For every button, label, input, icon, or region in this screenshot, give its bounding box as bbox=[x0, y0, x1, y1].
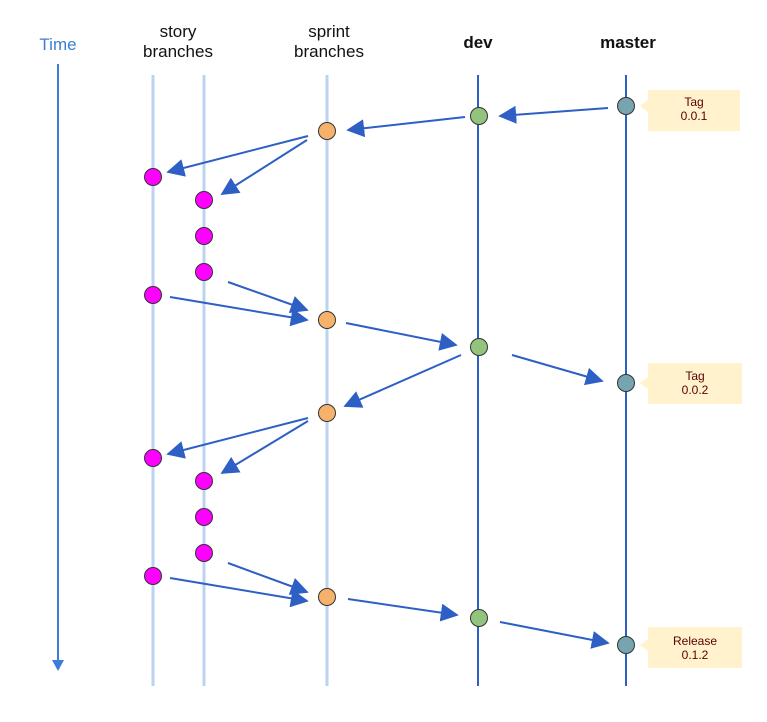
arrow-master-to-dev-1 bbox=[498, 105, 609, 124]
time-label: Time bbox=[39, 35, 76, 54]
commit-story-a-2 bbox=[144, 286, 162, 304]
arrow-sprint-to-story-a-2 bbox=[166, 417, 309, 459]
commit-story-a-1 bbox=[144, 168, 162, 186]
arrow-dev-to-master-2 bbox=[499, 621, 610, 649]
commit-sprint-1 bbox=[318, 122, 336, 140]
arrow-sprint-to-dev-1 bbox=[345, 322, 458, 351]
commit-sprint-4 bbox=[318, 588, 336, 606]
lane-header-sprint-line1: sprint bbox=[308, 22, 350, 41]
lane-header-story-line2: branches bbox=[143, 42, 213, 61]
tag-1-line1: Tag bbox=[684, 95, 703, 109]
commit-story-a-3 bbox=[144, 449, 162, 467]
commit-story-b-2 bbox=[195, 227, 213, 245]
commit-dev-1 bbox=[470, 107, 488, 125]
commit-story-b-5 bbox=[195, 508, 213, 526]
commit-master-2 bbox=[617, 374, 635, 392]
tag-1-line2: 0.0.1 bbox=[681, 109, 708, 123]
commit-sprint-2 bbox=[318, 311, 336, 329]
arrow-story-a-to-sprint-1 bbox=[169, 296, 309, 327]
tag-callout-1: Tag 0.0.1 bbox=[640, 90, 740, 131]
commit-story-b-4 bbox=[195, 472, 213, 490]
arrow-sprint-to-story-b-2 bbox=[220, 420, 309, 474]
commit-sprint-3 bbox=[318, 404, 336, 422]
commit-story-b-1 bbox=[195, 191, 213, 209]
arrow-dev-to-sprint-1 bbox=[346, 116, 466, 138]
lane-header-sprint-line2: branches bbox=[294, 42, 364, 61]
tag-3-line1: Release bbox=[673, 634, 717, 648]
arrow-story-b-to-sprint-1 bbox=[227, 281, 309, 314]
arrow-sprint-to-dev-2 bbox=[347, 598, 459, 622]
commit-dev-3 bbox=[470, 609, 488, 627]
tag-2-line1: Tag bbox=[685, 369, 704, 383]
arrow-story-b-to-sprint-2 bbox=[227, 562, 309, 595]
lane-header-story-line1: story bbox=[160, 22, 197, 41]
commit-master-3 bbox=[617, 636, 635, 654]
arrow-dev-to-sprint-2 bbox=[343, 354, 462, 408]
arrow-sprint-to-story-a-1 bbox=[166, 135, 309, 177]
lane-header-dev: dev bbox=[463, 33, 493, 52]
tag-3-line2: 0.1.2 bbox=[682, 648, 709, 662]
commit-master-1 bbox=[617, 97, 635, 115]
commit-story-b-3 bbox=[195, 263, 213, 281]
tag-callout-2: Tag 0.0.2 bbox=[640, 363, 742, 404]
time-axis-arrowhead bbox=[52, 660, 64, 671]
tag-box bbox=[640, 90, 740, 131]
lane-header-master: master bbox=[600, 33, 656, 52]
commit-story-a-4 bbox=[144, 567, 162, 585]
tag-box bbox=[640, 627, 742, 668]
tag-callout-3: Release 0.1.2 bbox=[640, 627, 742, 668]
arrow-dev-to-master-1 bbox=[511, 354, 604, 386]
tag-box bbox=[640, 363, 742, 404]
tag-2-line2: 0.0.2 bbox=[682, 383, 709, 397]
commit-dev-2 bbox=[470, 338, 488, 356]
arrow-story-a-to-sprint-2 bbox=[169, 577, 309, 608]
commit-story-b-6 bbox=[195, 544, 213, 562]
arrow-sprint-to-story-b-1 bbox=[220, 139, 308, 195]
